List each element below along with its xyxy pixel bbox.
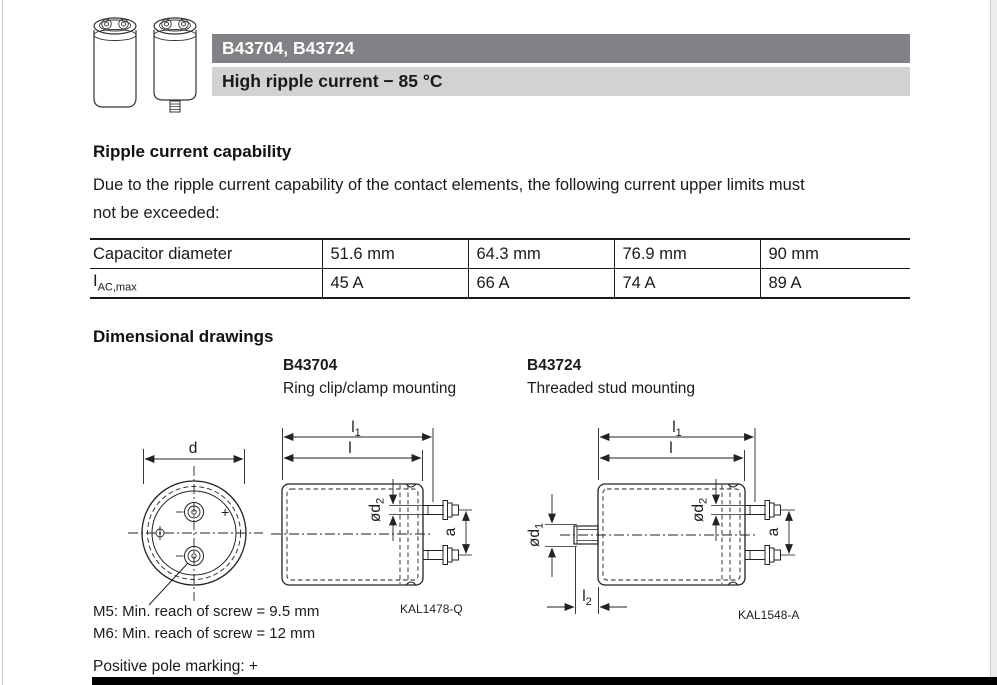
dim-label-od1: ød1 <box>526 523 546 547</box>
screw-reach-note-m5: M5: Min. reach of screw = 9.5 mm <box>93 603 320 620</box>
dimension-labels: d + l1 l ød2 a l1 l ød2 a ød1 l2 <box>189 419 782 608</box>
screw-reach-notes: M5: Min. reach of screw = 9.5 mm M6: Min… <box>93 601 319 645</box>
ripple-section-body: Due to the ripple current capability of … <box>93 171 953 227</box>
current-row: IAC,max 45 A 66 A 74 A 89 A <box>90 268 910 298</box>
current-value: 89 A <box>759 268 910 298</box>
dim-label-a: a <box>442 527 459 536</box>
dim-label-od2: ød2 <box>690 498 710 522</box>
current-value: 45 A <box>321 268 468 298</box>
positive-pole-mark: + <box>221 504 229 520</box>
product-subtitle-bar: High ripple current − 85 °C <box>212 67 910 96</box>
dim-label-l: l <box>669 440 672 457</box>
page-border-right <box>990 0 991 685</box>
dimensional-section-heading: Dimensional drawings <box>93 327 274 346</box>
capacitor-top-view-drawing <box>128 449 263 606</box>
b43704-drawing-code: KAL1478-Q <box>400 602 463 616</box>
diameter-value: 51.6 mm <box>321 239 468 269</box>
screw-note-leader-line <box>148 562 189 606</box>
page-margin-right <box>991 0 997 685</box>
current-row-label: IAC,max <box>90 268 322 298</box>
diameter-value: 90 mm <box>759 239 910 269</box>
page-footer-bar <box>92 677 997 685</box>
b43724-title: B43724 <box>527 357 582 374</box>
part-numbers: B43704, B43724 <box>222 38 355 58</box>
dim-label-l1: l1 <box>351 419 361 439</box>
dim-label-l2: l2 <box>582 588 592 608</box>
dim-label-l1: l1 <box>672 419 682 439</box>
capacitor-product-images <box>93 17 197 113</box>
diameter-value: 64.3 mm <box>467 239 614 269</box>
capacitor-photo-threaded-stud <box>153 17 197 113</box>
dim-label-od2: ød2 <box>367 498 387 522</box>
ripple-section-heading: Ripple current capability <box>93 142 292 161</box>
b43704-title: B43704 <box>283 357 338 374</box>
ripple-current-table: Capacitor diameter 51.6 mm 64.3 mm 76.9 … <box>90 238 910 299</box>
page-border-left <box>2 0 3 685</box>
diameter-row-label: Capacitor diameter <box>93 244 233 263</box>
b43704-side-view-drawing <box>271 428 472 586</box>
positive-pole-note: Positive pole marking: + <box>93 658 258 675</box>
dim-label-d: d <box>189 440 198 457</box>
dim-label-a: a <box>765 527 782 536</box>
current-value: 66 A <box>467 268 614 298</box>
diameter-row: Capacitor diameter 51.6 mm 64.3 mm 76.9 … <box>90 239 910 269</box>
body-line-2: not be exceeded: <box>93 204 220 222</box>
capacitor-photo-snap-in <box>93 17 137 108</box>
screw-reach-note-m6: M6: Min. reach of screw = 12 mm <box>93 625 316 642</box>
current-value: 74 A <box>613 268 760 298</box>
b43724-drawing-code: KAL1548-A <box>738 608 800 622</box>
product-subtitle: High ripple current − 85 °C <box>222 71 443 91</box>
product-title-bar: B43704, B43724 <box>212 34 910 63</box>
b43724-mounting-type: Threaded stud mounting <box>527 380 696 397</box>
b43704-mounting-type: Ring clip/clamp mounting <box>283 380 457 397</box>
diameter-value: 76.9 mm <box>613 239 760 269</box>
body-line-1: Due to the ripple current capability of … <box>93 176 805 194</box>
dimensional-drawings-canvas: d + l1 l ød2 a l1 l ød2 a ød1 l2 <box>128 419 795 614</box>
dim-label-l: l <box>348 440 351 457</box>
b43724-side-view-drawing <box>545 428 795 614</box>
